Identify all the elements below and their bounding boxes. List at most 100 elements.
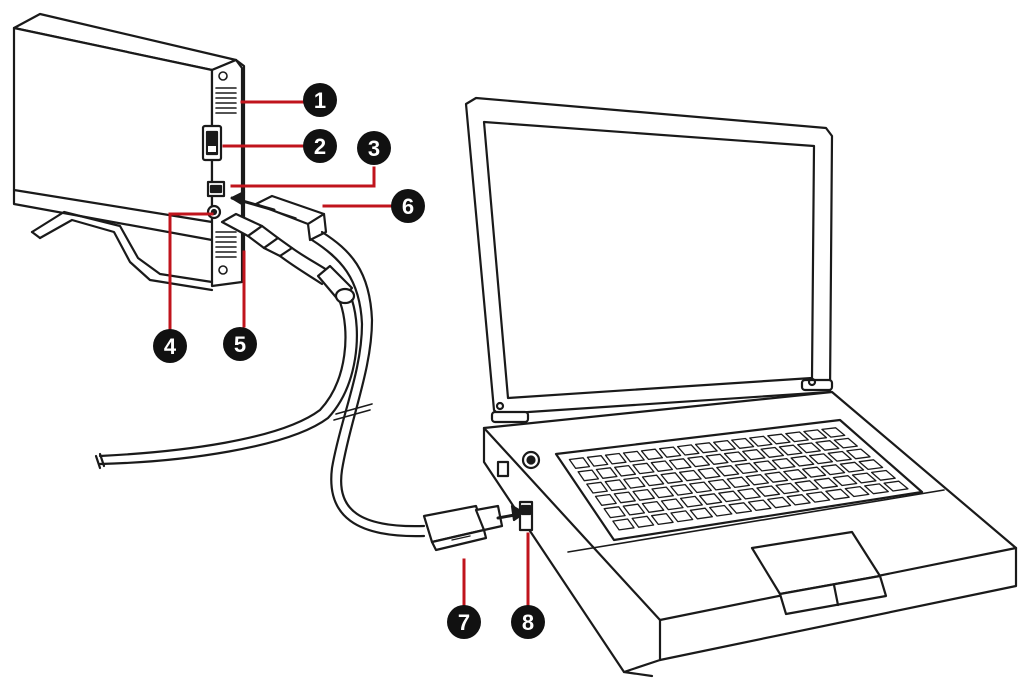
keyboard-key xyxy=(805,491,831,503)
keyboard-key xyxy=(833,437,858,449)
callout-1-label: 1 xyxy=(314,88,326,113)
keyboard-key xyxy=(640,448,664,461)
usb-plug-laptop-end[interactable] xyxy=(422,504,504,552)
callout-7-label: 7 xyxy=(458,610,470,635)
keyboard-key xyxy=(820,464,846,476)
keyboard-key xyxy=(613,491,636,504)
keyboard-key xyxy=(660,472,683,484)
leader-line-3 xyxy=(230,166,376,188)
keyboard-key xyxy=(568,457,591,469)
keyboard-key xyxy=(687,455,711,468)
keyboard-key xyxy=(678,469,702,482)
insert-arrow-drive xyxy=(230,190,276,212)
keyboard-key xyxy=(839,461,865,473)
keyboard-key xyxy=(707,478,732,491)
drive-usb-port[interactable] xyxy=(206,180,226,198)
keyboard-key xyxy=(858,459,884,471)
keyboard-key xyxy=(846,448,871,460)
keyboard-key xyxy=(595,467,618,479)
keyboard-key xyxy=(802,466,827,478)
callout-2: 2 xyxy=(303,129,337,163)
keyboard-key xyxy=(771,457,796,470)
keyboard-key xyxy=(764,471,789,483)
keyboard-key xyxy=(815,440,840,451)
keyboard-key xyxy=(726,476,751,489)
keyboard-key xyxy=(767,496,792,509)
keyboard-key xyxy=(641,500,665,513)
keyboard-key xyxy=(604,479,627,492)
laptop-keyboard xyxy=(568,427,909,531)
keyboard-key xyxy=(668,458,692,470)
keyboard-key xyxy=(767,433,791,445)
callout-6: 6 xyxy=(391,189,425,223)
keyboard-key xyxy=(718,490,742,503)
keyboard-key xyxy=(713,439,736,452)
keyboard-key xyxy=(632,462,655,475)
callout-2-label: 2 xyxy=(314,134,326,159)
keyboard-key xyxy=(716,465,740,477)
keyboard-key xyxy=(734,462,759,475)
keyboard-key xyxy=(813,477,839,489)
keyboard-key xyxy=(697,467,721,479)
dc-in-jack[interactable] xyxy=(206,204,222,220)
bottom-vent xyxy=(215,231,237,275)
keyboard-key xyxy=(728,502,753,514)
keyboard-key xyxy=(821,427,846,438)
usb-cable xyxy=(310,230,426,538)
keyboard-key xyxy=(749,435,773,447)
usb-plug-drive-end[interactable] xyxy=(254,194,328,242)
keyboard-key xyxy=(612,518,635,531)
keyboard-key xyxy=(632,488,655,501)
keyboard-key xyxy=(709,504,733,517)
keyboard-key xyxy=(723,451,748,463)
keyboard-key xyxy=(747,499,772,512)
keyboard-key xyxy=(832,475,858,487)
keyboard-key xyxy=(864,483,889,495)
keyboard-key xyxy=(705,453,729,465)
keyboard-key xyxy=(670,483,693,496)
top-vent xyxy=(215,71,237,114)
keyboard-key xyxy=(622,450,645,463)
callout-6-label: 6 xyxy=(402,194,414,219)
keyboard-key xyxy=(689,481,712,494)
keyboard-key xyxy=(870,469,896,481)
keyboard-key xyxy=(753,460,777,472)
keyboard-key xyxy=(651,486,674,499)
keyboard-key xyxy=(660,498,684,511)
keyboard-key xyxy=(851,472,877,484)
callout-4: 4 xyxy=(153,329,187,363)
keyboard-key xyxy=(756,485,781,497)
power-cable xyxy=(94,246,358,470)
keyboard-key xyxy=(679,495,703,508)
keyboard-key xyxy=(778,444,803,456)
callout-5: 5 xyxy=(223,327,257,361)
keyboard-key xyxy=(623,476,646,489)
laptop xyxy=(464,96,1018,678)
keyboard-key xyxy=(586,481,608,494)
keyboard-key xyxy=(794,480,819,492)
keyboard-key xyxy=(745,474,770,486)
keyboard-key xyxy=(604,452,627,465)
keyboard-key xyxy=(658,446,682,458)
leader-line-4 xyxy=(168,212,214,332)
power-switch[interactable] xyxy=(201,124,223,162)
keyboard-key xyxy=(650,512,674,526)
keyboard-key xyxy=(614,464,637,477)
keyboard-key xyxy=(808,453,834,465)
keyboard-key xyxy=(603,506,626,519)
callout-8: 8 xyxy=(511,605,545,639)
keyboard-key xyxy=(825,488,850,500)
keyboard-key xyxy=(586,455,609,467)
keyboard-key xyxy=(786,494,811,506)
keyboard-key xyxy=(670,510,694,523)
keyboard-key xyxy=(694,442,718,454)
keyboard-key xyxy=(883,480,909,492)
keyboard-key xyxy=(785,431,809,443)
callout-1: 1 xyxy=(303,83,337,117)
keyboard-key xyxy=(742,449,766,461)
keyboard-key xyxy=(803,429,828,441)
power-plug[interactable] xyxy=(220,212,294,258)
callout-8-label: 8 xyxy=(522,610,534,635)
callout-5-label: 5 xyxy=(234,332,246,357)
